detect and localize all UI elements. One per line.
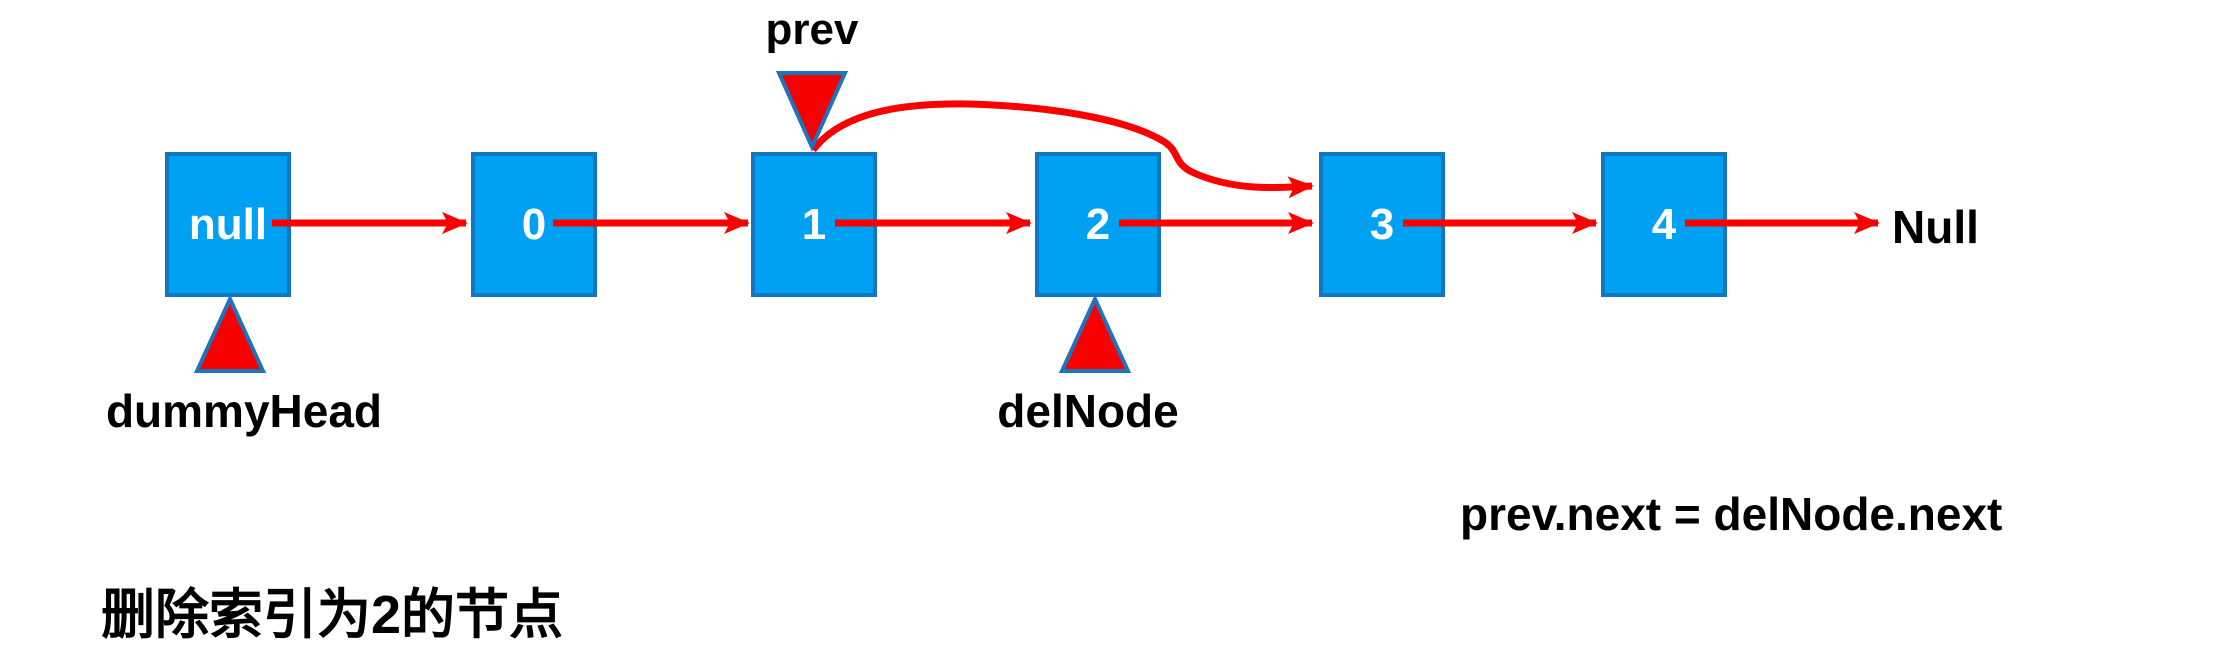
- dummyhead-pointer-icon: [193, 294, 267, 373]
- node-value-2: 2: [1085, 199, 1111, 249]
- node-box-3: 3: [1319, 152, 1445, 297]
- node-value-3: 3: [1369, 199, 1395, 249]
- prev-pointer-icon: [775, 71, 849, 152]
- node-value-0: 0: [521, 199, 547, 249]
- delnode-pointer-icon: [1058, 294, 1132, 373]
- node-box-null: null: [165, 152, 291, 297]
- tail-null-label: Null: [1892, 201, 1979, 253]
- node-value-1: 1: [801, 199, 827, 249]
- prev-pointer-label: prev: [765, 5, 859, 54]
- node-box-4: 4: [1601, 152, 1727, 297]
- node-box-2: 2: [1035, 152, 1161, 297]
- node-value-4: 4: [1651, 199, 1677, 249]
- dummyhead-pointer-label: dummyHead: [105, 385, 383, 437]
- formula-text: prev.next = delNode.next: [1460, 488, 2003, 540]
- node-box-1: 1: [751, 152, 877, 297]
- diagram-caption: 删除索引为2的节点: [101, 585, 564, 645]
- node-box-0: 0: [471, 152, 597, 297]
- node-value-null: null: [188, 199, 268, 249]
- delnode-pointer-label: delNode: [997, 385, 1179, 437]
